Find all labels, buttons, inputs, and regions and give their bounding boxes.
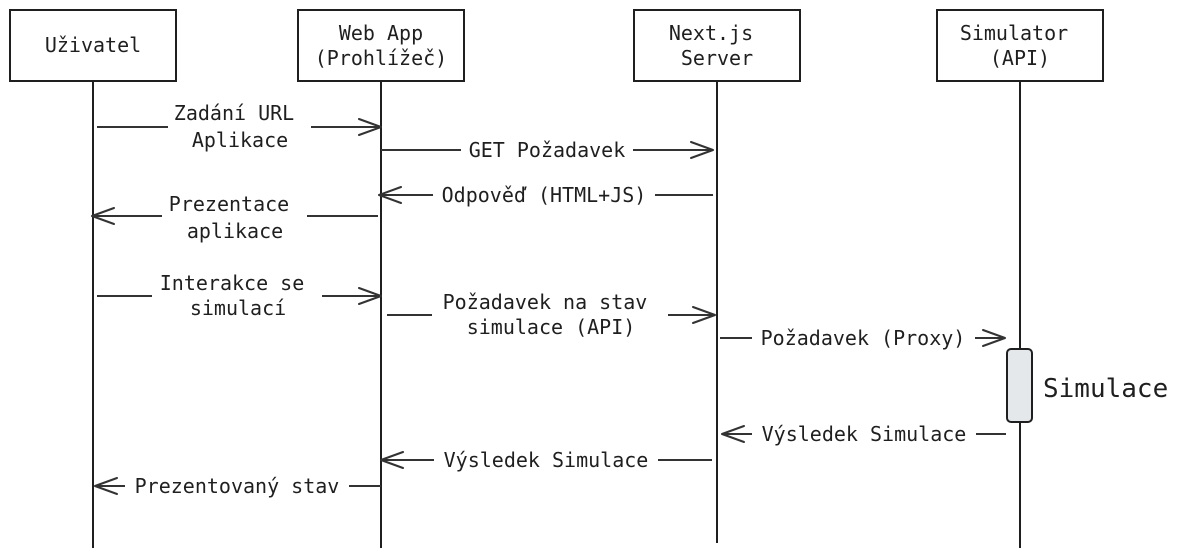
message-label: Prezentovaný stav [135, 474, 340, 498]
message-label: Požadavek (Proxy) [761, 326, 966, 350]
participant-user: Uživatel [9, 9, 177, 82]
message-enter-url: Zadání URL Aplikace [97, 101, 382, 152]
message-simulation-result-to-webapp: Výsledek Simulace [380, 448, 712, 472]
message-label: Aplikace [192, 128, 288, 152]
participant-user-label: Uživatel [45, 33, 141, 57]
participant-simulator: Simulator (API) [936, 9, 1104, 82]
message-label: Výsledek Simulace [444, 448, 649, 472]
message-label: Interakce se [160, 271, 305, 295]
message-label: aplikace [187, 219, 283, 243]
message-proxy-request: Požadavek (Proxy) [720, 326, 1006, 350]
participant-webapp: Web App (Prohlížeč) [297, 9, 465, 82]
message-label: Zadání URL [174, 101, 294, 125]
message-simulation-result-to-server: Výsledek Simulace [721, 422, 1006, 446]
message-get-request: GET Požadavek [381, 138, 714, 162]
participant-server: Next.js Server [633, 9, 801, 82]
message-label: simulací [190, 296, 286, 320]
message-interaction: Interakce se simulací [97, 271, 382, 320]
message-label: Prezentace [169, 192, 289, 216]
activation-simulator: Simulace [1006, 348, 1168, 423]
message-label: Požadavek na stav [443, 290, 648, 314]
message-label: Odpověď (HTML+JS) [442, 183, 647, 207]
participant-webapp-label-line1: Web App [339, 21, 423, 45]
message-present-app: Prezentace aplikace [91, 192, 378, 243]
participant-server-label-line2: Server [681, 46, 753, 70]
activation-label: Simulace [1043, 374, 1168, 404]
message-state-request: Požadavek na stav simulace (API) [387, 290, 716, 339]
message-label: Výsledek Simulace [762, 422, 967, 446]
message-presented-state: Prezentovaný stav [94, 474, 381, 498]
message-response-html-js: Odpověď (HTML+JS) [378, 183, 713, 207]
participant-simulator-label-line1: Simulator [960, 21, 1068, 45]
message-label: simulace (API) [467, 315, 636, 339]
participant-webapp-label-line2: (Prohlížeč) [315, 46, 447, 70]
message-label: GET Požadavek [469, 138, 626, 162]
participant-server-label-line1: Next.js [669, 21, 753, 45]
participant-simulator-label-line2: (API) [990, 46, 1050, 70]
